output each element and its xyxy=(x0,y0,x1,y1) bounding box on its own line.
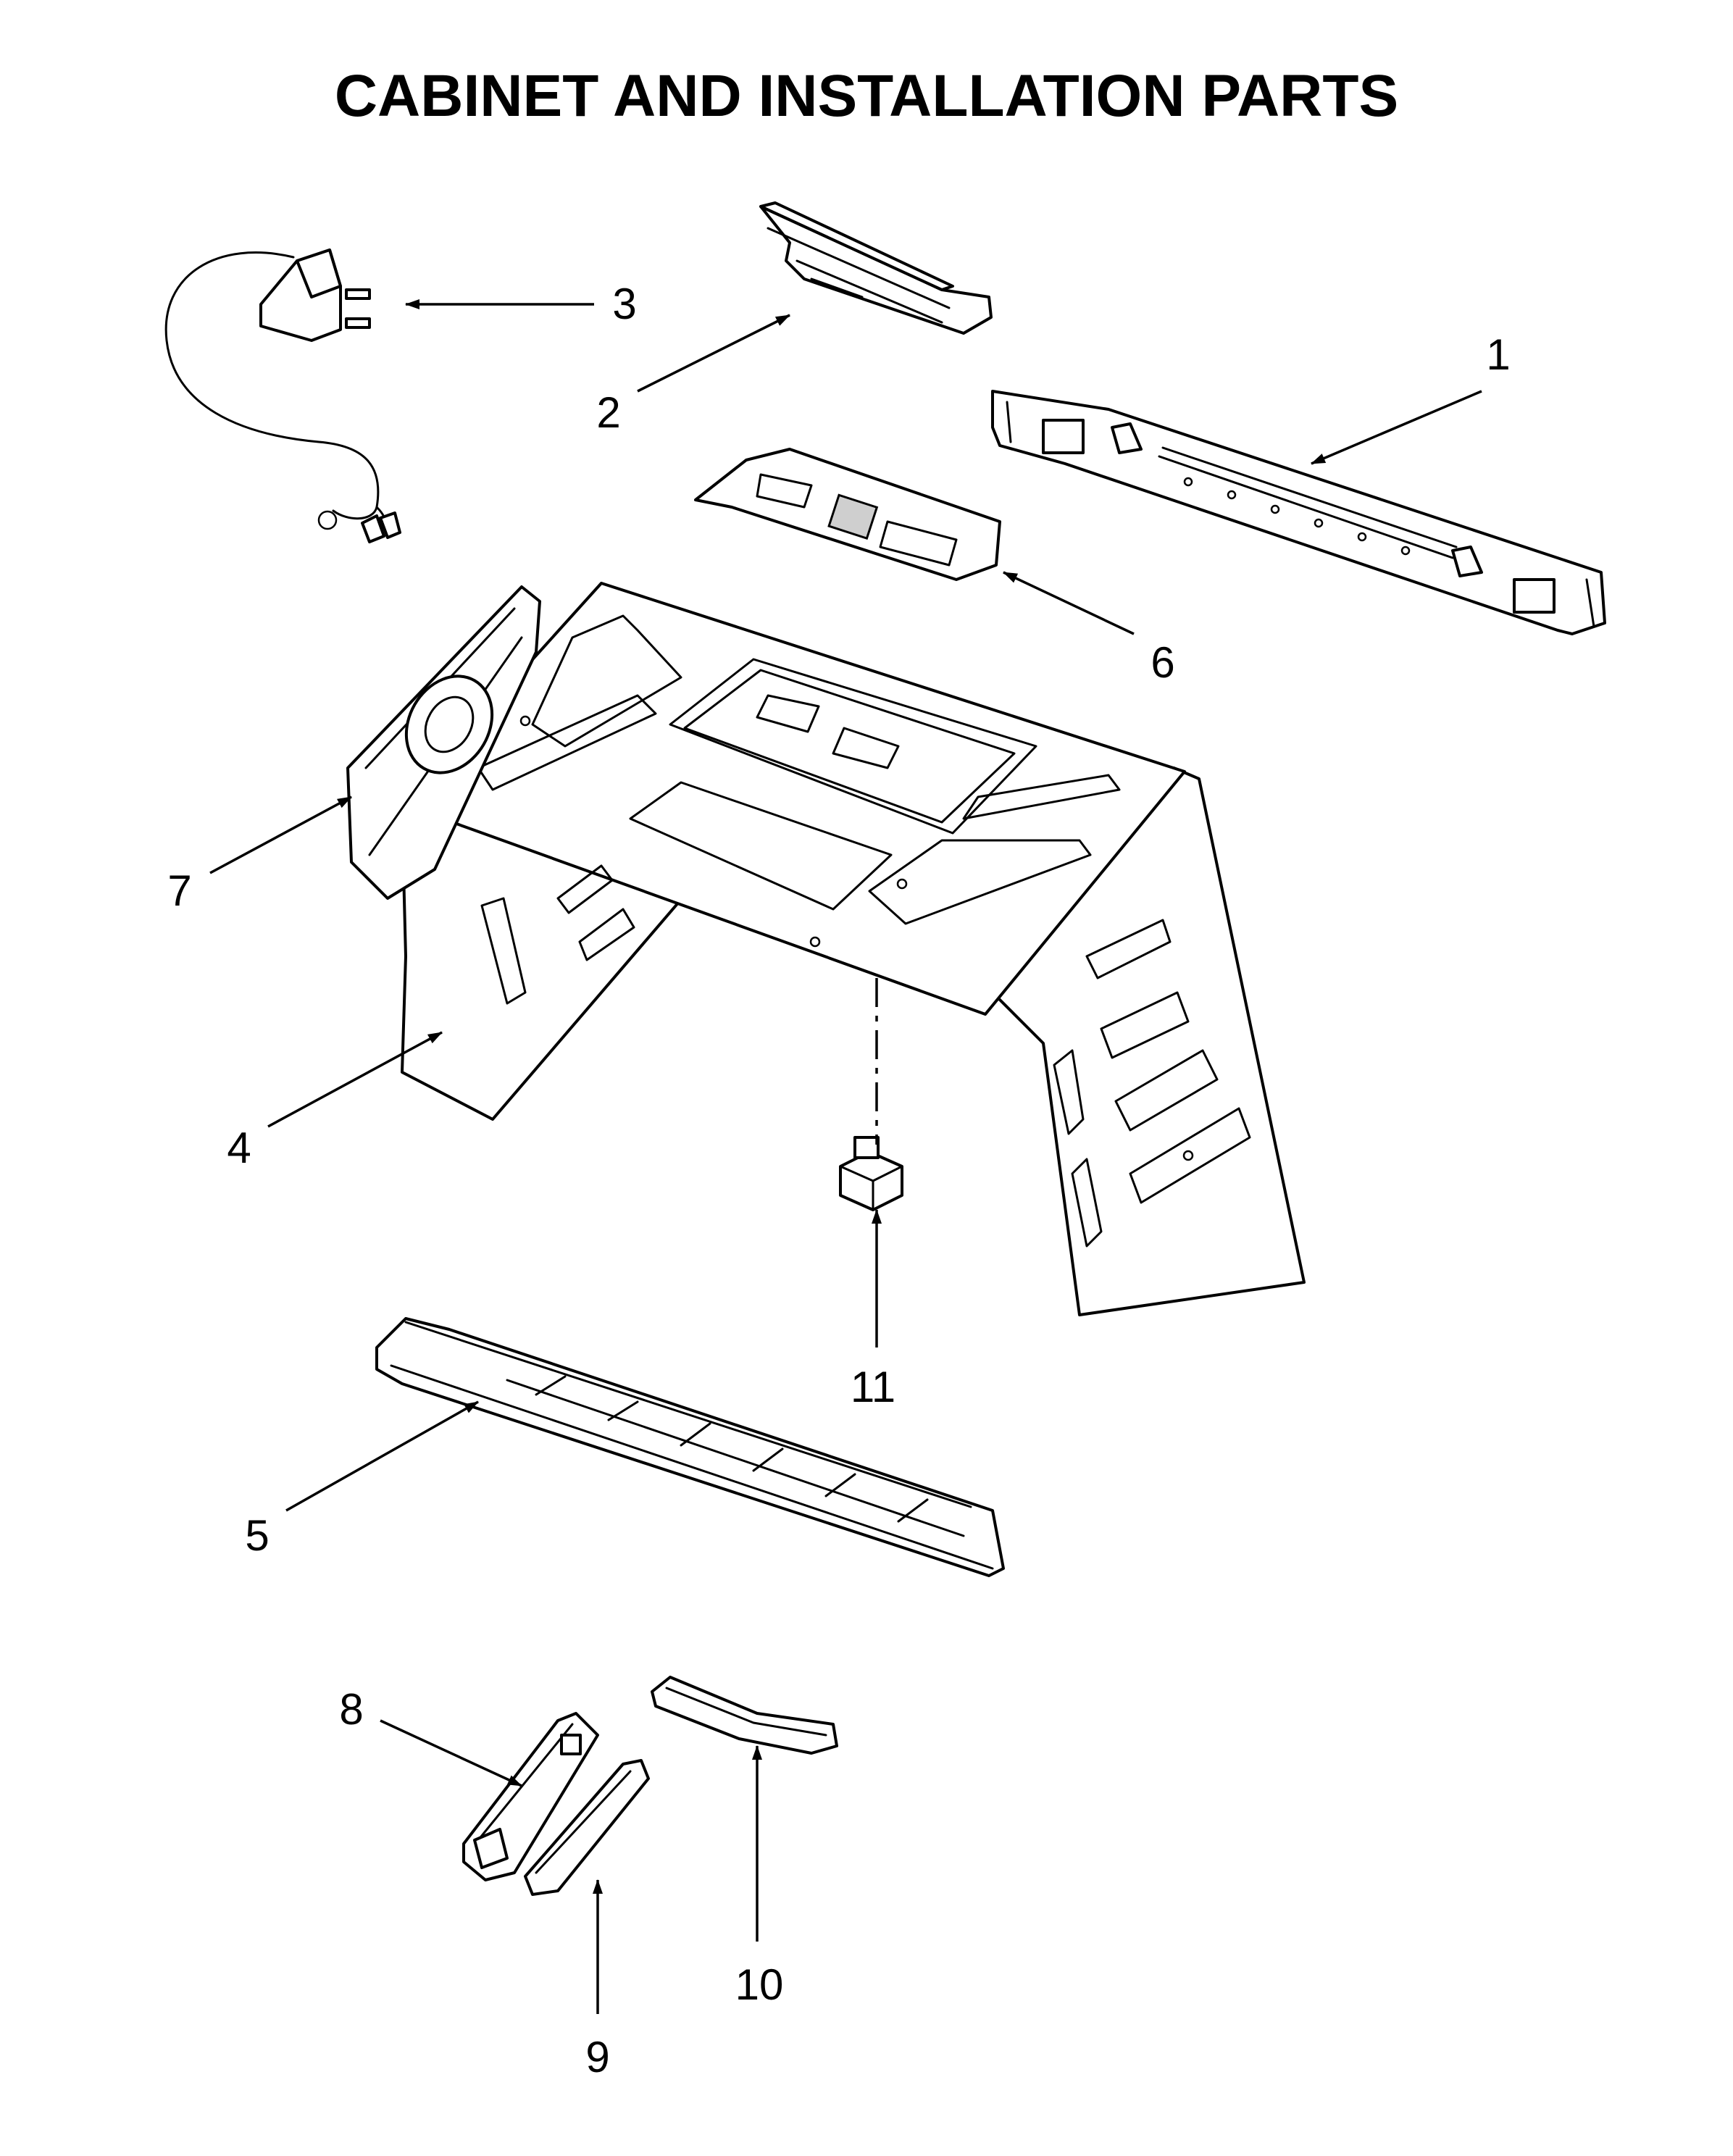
callout-4[interactable]: 4 xyxy=(227,1124,251,1172)
callout-5[interactable]: 5 xyxy=(245,1511,269,1560)
page-title: CABINET AND INSTALLATION PARTS xyxy=(335,63,1398,129)
leader-1 xyxy=(1311,390,1482,465)
leader-4 xyxy=(267,1031,443,1128)
part-3-power-cord[interactable] xyxy=(164,248,401,543)
part-1-mounting-plate[interactable] xyxy=(991,390,1606,635)
callout-8[interactable]: 8 xyxy=(339,1685,363,1734)
part-7-side-fan-panel[interactable] xyxy=(346,585,541,900)
part-2-top-vent[interactable] xyxy=(759,201,993,335)
part-9-right-rail[interactable] xyxy=(524,1759,650,1896)
callout-2[interactable]: 2 xyxy=(596,388,620,437)
part-8-left-rail[interactable] xyxy=(462,1712,599,1881)
part-10-bracket[interactable] xyxy=(651,1676,838,1755)
leader-7 xyxy=(209,795,352,874)
callout-7[interactable]: 7 xyxy=(167,866,191,915)
callout-1[interactable]: 1 xyxy=(1486,330,1510,379)
leader-6 xyxy=(1003,571,1135,635)
callout-9[interactable]: 9 xyxy=(585,2033,609,2081)
leader-5 xyxy=(285,1400,479,1512)
callout-6[interactable]: 6 xyxy=(1151,638,1174,687)
leader-8 xyxy=(380,1719,522,1787)
callout-3[interactable]: 3 xyxy=(612,280,636,328)
part-11-clip[interactable] xyxy=(839,1136,903,1211)
leader-2 xyxy=(637,314,790,393)
callout-11[interactable]: 11 xyxy=(851,1363,895,1411)
part-5-vent-grille[interactable] xyxy=(375,1317,1005,1577)
part-6-top-bracket[interactable] xyxy=(694,448,1001,581)
callout-10[interactable]: 10 xyxy=(735,1960,784,2009)
part-4-cabinet[interactable] xyxy=(401,582,1306,1316)
